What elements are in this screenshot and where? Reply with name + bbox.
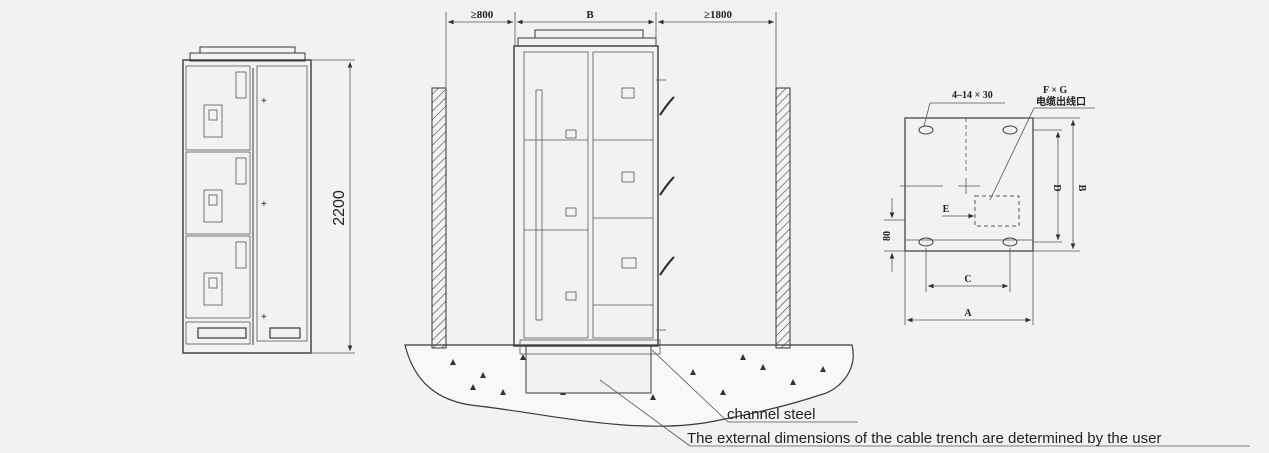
bolt-holes-label: 4–14 × 30 — [952, 90, 993, 101]
dim-b-label: B — [1076, 185, 1087, 192]
cable-outlet-label: 电缆出线口 — [1036, 95, 1086, 108]
cable-outlet-opening — [974, 195, 1020, 227]
side-view-dimensions: ≥800 B ≥1800 — [445, 9, 777, 90]
svg-text:+: + — [261, 199, 267, 210]
bolt-hole — [918, 237, 934, 247]
bolt-hole — [1002, 125, 1018, 135]
leader-lines — [599, 349, 1250, 447]
dim-80-label: 80 — [882, 231, 893, 241]
channel-steel-label: channel steel — [727, 406, 815, 423]
dim-a-label: A — [964, 308, 972, 319]
rear-clearance-label: ≥800 — [471, 9, 494, 21]
opening-size-label: F × G — [1043, 85, 1067, 96]
dim-e-label: E — [943, 204, 950, 215]
bolt-hole — [918, 125, 934, 135]
svg-text:+: + — [261, 312, 267, 323]
svg-text:+: + — [261, 96, 267, 107]
rear-wall — [431, 87, 447, 349]
height-label: 2200 — [331, 190, 348, 226]
ground-slab — [404, 344, 854, 427]
cable-trench-note: The external dimensions of the cable tre… — [687, 430, 1161, 447]
front-wall — [775, 87, 791, 349]
front-clearance-label: ≥1800 — [704, 9, 733, 21]
foundation-plan — [884, 102, 1095, 325]
side-view-cabinet — [513, 29, 675, 355]
dim-d-label: D — [1051, 184, 1062, 191]
height-dimension: 2200 — [312, 59, 355, 354]
depth-label: B — [586, 9, 594, 21]
dim-c-label: C — [964, 274, 971, 285]
bolt-hole — [1002, 237, 1018, 247]
front-view-cabinet: + + + — [182, 46, 312, 354]
